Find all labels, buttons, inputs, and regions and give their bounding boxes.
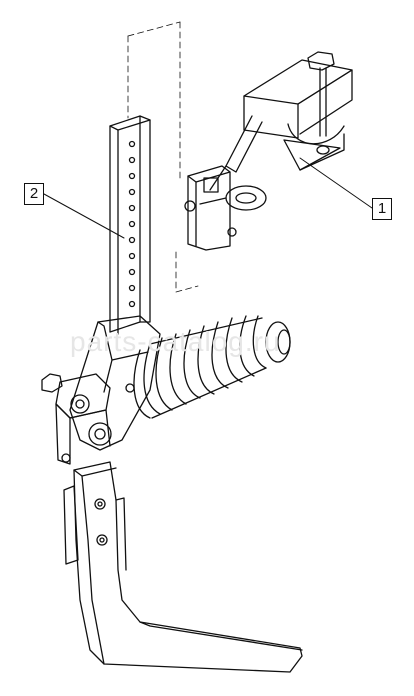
assembly-guide-lines [127, 21, 199, 293]
pivot-bracket [41, 315, 161, 465]
tine-shank [63, 461, 303, 673]
callout-label-1: 1 [372, 198, 392, 220]
coil-spring [133, 315, 291, 419]
clamp-bracket-part-1 [184, 51, 353, 251]
leader-lines [43, 157, 373, 239]
watermark-text: parts-catalog.ru [70, 326, 281, 357]
callout-label-2: 2 [24, 183, 44, 205]
perforated-bar-part-2 [109, 115, 151, 335]
